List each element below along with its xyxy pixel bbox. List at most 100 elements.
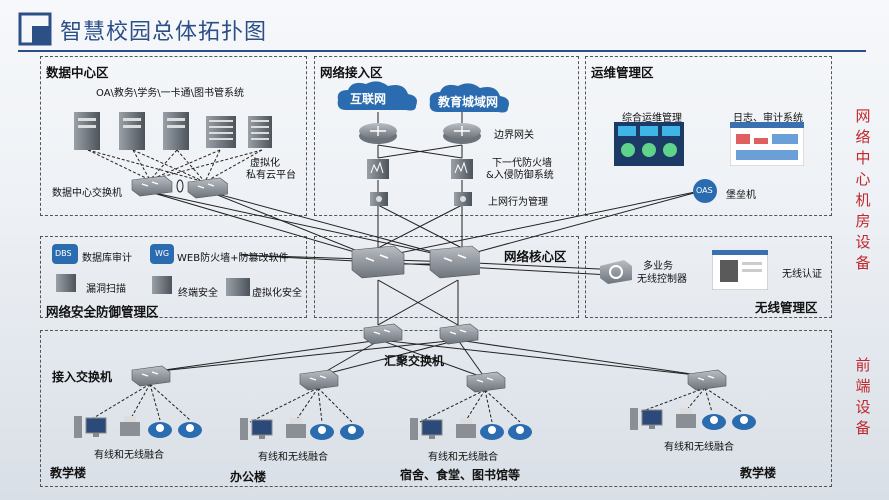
- edu-net-label: 教育城域网: [438, 95, 499, 109]
- behavior-label: 上网行为管理: [488, 197, 548, 208]
- zone-label-core: 网络核心区: [504, 249, 567, 264]
- title-underline: [18, 50, 866, 52]
- appliance-icon: [454, 192, 472, 206]
- side-label-center: 网络中心机房设备: [852, 106, 874, 274]
- dbs-badge: DBS: [55, 249, 72, 258]
- zone-security: [40, 236, 307, 318]
- side-label-text: 网络中心机房设备: [855, 107, 871, 272]
- side-label-front: 前端设备: [852, 355, 874, 439]
- access-switch-icon: [299, 369, 339, 391]
- fusion-label-3: 有线和无线融合: [428, 452, 498, 463]
- access-point-icon: [340, 424, 364, 440]
- virt-security-icon: [226, 278, 250, 296]
- vuln-scan-icon: [56, 274, 76, 292]
- pc-icon: [410, 418, 443, 440]
- access-point-icon: [732, 414, 756, 430]
- page-title: 智慧校园总体拓扑图: [60, 20, 268, 45]
- zone-datacenter: [40, 56, 307, 216]
- pc-icon: [630, 408, 663, 430]
- ips-label: &入侵防御系统: [486, 170, 554, 181]
- aggregation-label: 汇聚交换机: [384, 354, 445, 368]
- wireless-auth-label: 无线认证: [782, 269, 822, 280]
- wg-badge: WG: [155, 249, 170, 258]
- endpoint-group: [410, 418, 532, 440]
- appliance-icon: [370, 192, 388, 206]
- building-teaching-1: 教学楼: [50, 466, 87, 480]
- server-icon: [119, 112, 145, 150]
- building-office: 办公楼: [230, 470, 267, 484]
- vuln-scan-label: 漏洞扫描: [86, 284, 126, 295]
- core-switch-pair: [351, 245, 480, 279]
- router-icon: [443, 123, 481, 144]
- switch-icon: [131, 175, 173, 197]
- printer-icon: [286, 418, 306, 438]
- pc-icon: [240, 418, 273, 440]
- core-switch-icon: [351, 245, 405, 279]
- datacenter-systems-label: OA\教务\学务\一卡通\图书管系统: [96, 88, 245, 99]
- ops-integrated-label: 综合运维管理: [622, 113, 682, 124]
- border-gateway-label: 边界网关: [494, 130, 534, 141]
- internet-cloud-icon: [337, 81, 417, 111]
- logo-icon: [18, 12, 52, 46]
- zone-label-network-access: 网络接入区: [320, 65, 383, 80]
- switch-icon: [363, 323, 403, 345]
- datacenter-switch-pair: [131, 175, 228, 199]
- printer-icon: [120, 416, 140, 436]
- datacenter-switch-label: 数据中心交换机: [52, 188, 122, 199]
- switch-icon: [439, 323, 479, 345]
- printer-icon: [676, 408, 696, 428]
- wireless-auth-screen-icon: [712, 250, 768, 290]
- terminal-security-icon: [152, 276, 172, 294]
- building-dorm: 宿舍、食堂、图书馆等: [400, 468, 521, 482]
- storage-icon: [206, 116, 236, 148]
- fusion-label-4: 有线和无线融合: [664, 442, 734, 453]
- zone-network-access: [314, 56, 579, 216]
- access-point-icon: [178, 422, 202, 438]
- access-point-icon: [702, 414, 726, 430]
- log-audit-icon: [730, 122, 804, 166]
- dbs-icon: [52, 244, 78, 264]
- access-point-icon: [310, 424, 334, 440]
- building-teaching-2: 教学楼: [740, 466, 777, 480]
- core-switch-icon: [429, 245, 480, 279]
- zone-label-wireless: 无线管理区: [755, 300, 818, 315]
- internet-label: 互联网: [350, 92, 387, 106]
- wireless-controller-icon: [600, 260, 632, 284]
- server-icon: [74, 112, 100, 150]
- firewall-icon: [451, 159, 473, 179]
- switch-icon: [187, 177, 228, 199]
- log-audit-label: 日志、审计系统: [733, 113, 803, 124]
- access-switch-icon: [131, 365, 171, 387]
- zone-wireless: [585, 236, 832, 318]
- firewall-pair: [367, 159, 473, 179]
- border-gateway-pair: [359, 123, 481, 144]
- zone-ops: [585, 56, 832, 216]
- fusion-label-1: 有线和无线融合: [94, 450, 164, 461]
- waf-label: WEB防火墙+防篡改软件: [177, 253, 289, 264]
- router-icon: [359, 123, 397, 144]
- storage-icon: [248, 116, 272, 148]
- ops-dashboard-icon: [614, 122, 684, 166]
- edu-cloud-icon: [429, 83, 509, 113]
- bastion-label: 堡垒机: [726, 190, 756, 201]
- access-switch-icon: [687, 369, 727, 391]
- virt-security-label: 虚拟化安全: [252, 288, 302, 299]
- server-icon: [163, 112, 189, 150]
- endpoint-group: [630, 408, 756, 430]
- firewall-label: 下一代防火墙: [492, 158, 552, 169]
- virtualization-label: 虚拟化: [250, 158, 280, 169]
- bastion-icon: [693, 179, 717, 203]
- side-label-text: 前端设备: [855, 356, 871, 437]
- behavior-mgmt-pair: [370, 192, 472, 206]
- zone-front: [40, 330, 832, 487]
- access-switch-icon: [466, 371, 506, 393]
- zone-label-security: 网络安全防御管理区: [46, 304, 159, 319]
- endpoint-group: [240, 418, 364, 440]
- wg-icon: [150, 244, 174, 264]
- zone-core: [314, 236, 579, 318]
- printer-icon: [456, 418, 476, 438]
- db-audit-label: 数据库审计: [82, 253, 132, 264]
- server-group: [74, 112, 272, 150]
- oas-badge: OAS: [696, 186, 713, 195]
- private-cloud-label: 私有云平台: [246, 170, 296, 181]
